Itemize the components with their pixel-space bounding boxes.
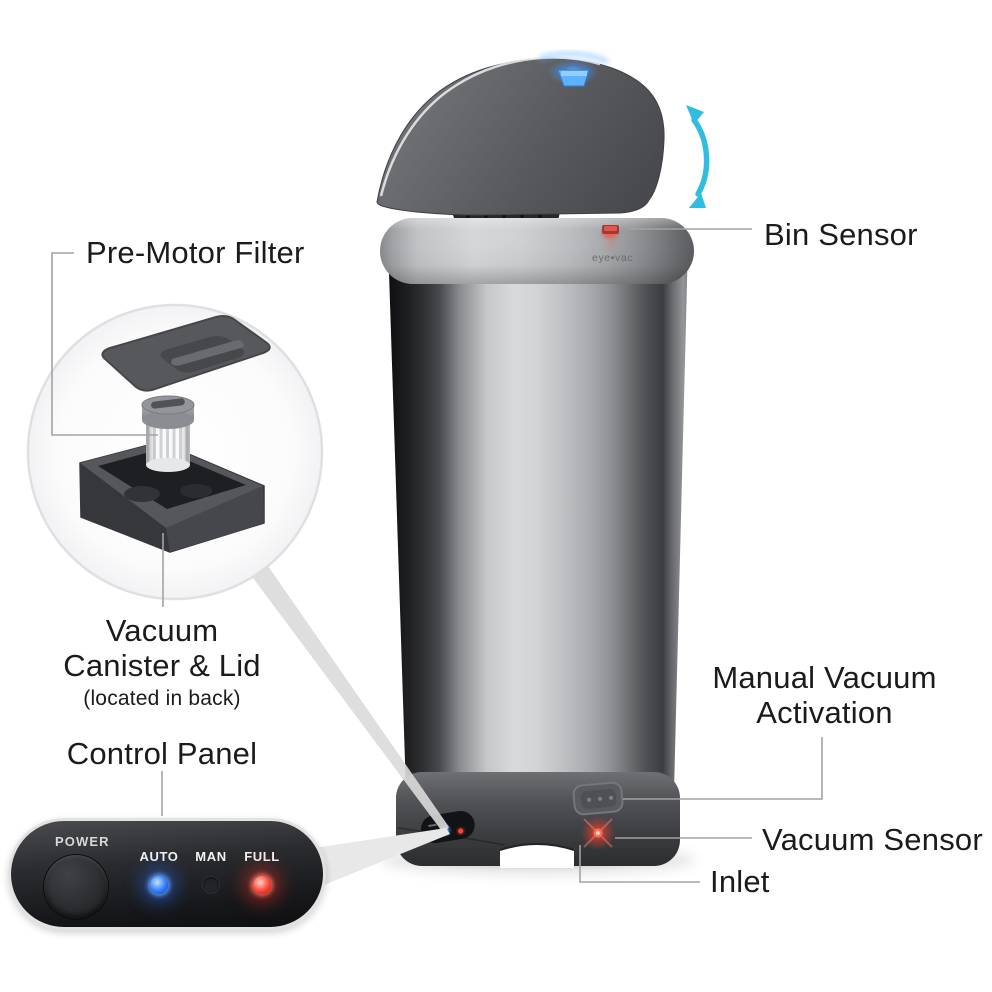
manual-vacuum-line <box>623 737 823 800</box>
full-label: FULL <box>244 849 280 864</box>
full-led <box>253 876 271 894</box>
vacuum-canister-note: (located in back) <box>83 687 241 710</box>
inlet-notch <box>500 844 574 868</box>
pre-motor-filter-illustration <box>141 395 195 472</box>
can-body <box>388 242 688 792</box>
power-button <box>44 855 108 919</box>
trash-can <box>376 52 710 868</box>
on-unit-full-led <box>458 828 464 834</box>
manual-vacuum-line2: Activation <box>756 695 893 730</box>
can-collar <box>380 218 694 284</box>
man-label: MAN <box>195 849 227 864</box>
can-lid <box>376 52 665 216</box>
control-panel-inset: POWER AUTO MAN FULL <box>8 818 326 930</box>
control-panel-label: Control Panel <box>66 736 258 771</box>
bin-sensor-label: Bin Sensor <box>764 217 918 252</box>
canister-inset-circle <box>26 303 324 601</box>
lid-status-led <box>547 59 599 87</box>
auto-label: AUTO <box>139 849 179 864</box>
inlet-label: Inlet <box>710 864 770 899</box>
callout-lines <box>51 228 823 883</box>
manual-vacuum-button <box>572 781 624 816</box>
auto-led <box>150 876 168 894</box>
mode-man: MAN <box>181 821 241 933</box>
brand-logo: eye▪vac <box>592 252 634 264</box>
pre-motor-filter-line <box>51 252 158 436</box>
manual-vacuum-label: Manual Vacuum Activation <box>672 660 977 730</box>
power-label: POWER <box>55 834 110 849</box>
inlet-line <box>579 845 700 883</box>
canister-box-illustration <box>79 441 265 553</box>
vacuum-canister-line1: Vacuum <box>105 613 219 648</box>
lid-swing-arrow-icon <box>686 105 710 208</box>
vacuum-sensor-label: Vacuum Sensor <box>762 822 983 857</box>
vacuum-canister-line2: Canister & Lid <box>63 648 261 683</box>
vacuum-sensor-led <box>581 816 615 850</box>
vacuum-canister-label: Vacuum Canister & Lid (located in back) <box>22 613 302 712</box>
canister-callout-beam <box>253 566 449 834</box>
bin-sensor-led <box>599 225 621 253</box>
manual-vacuum-line1: Manual Vacuum <box>712 660 937 695</box>
pre-motor-filter-label: Pre-Motor Filter <box>86 235 305 270</box>
mode-full: FULL <box>232 821 292 933</box>
canister-lid-illustration <box>101 315 271 392</box>
control-panel-callout-beam <box>301 828 450 887</box>
mode-auto: AUTO <box>129 821 189 933</box>
man-led <box>203 877 219 893</box>
